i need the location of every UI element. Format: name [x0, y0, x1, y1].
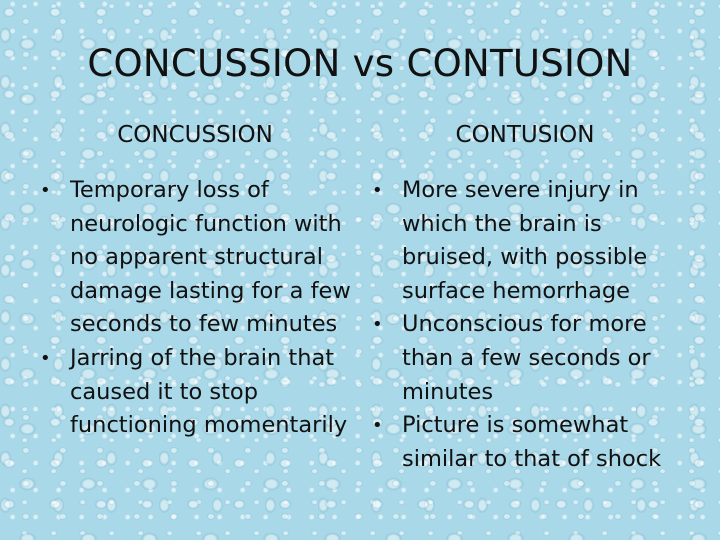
bullet-text: Jarring of the brain that caused it to s… — [70, 344, 348, 439]
contusion-bullet-list: • More severe injury in which the brain … — [368, 174, 668, 476]
bullet-text: Unconscious for more than a few seconds … — [402, 311, 651, 405]
concussion-heading: CONCUSSION — [117, 122, 273, 148]
bullet-dot-icon: • — [40, 180, 51, 201]
bullet-text: Temporary loss of neurologic function wi… — [70, 177, 351, 338]
bullet-item: • Jarring of the brain that caused it to… — [36, 342, 351, 443]
bullet-item: • More severe injury in which the brain … — [368, 174, 668, 308]
bullet-text: More severe injury in which the brain is… — [402, 177, 648, 304]
bullet-text: Picture is somewhat similar to that of s… — [402, 412, 662, 472]
contusion-heading: CONTUSION — [455, 122, 595, 148]
bullet-item: • Picture is somewhat similar to that of… — [368, 409, 668, 476]
bullet-dot-icon: • — [40, 347, 51, 369]
bullet-dot-icon: • — [372, 180, 383, 201]
bullet-dot-icon: • — [372, 415, 383, 437]
bullet-item: • Temporary loss of neurologic function … — [36, 174, 351, 342]
slide-title: CONCUSSION vs CONTUSION — [87, 42, 633, 85]
concussion-bullet-list: • Temporary loss of neurologic function … — [36, 174, 351, 443]
bullet-dot-icon: • — [372, 314, 383, 336]
bullet-item: • Unconscious for more than a few second… — [368, 308, 668, 409]
